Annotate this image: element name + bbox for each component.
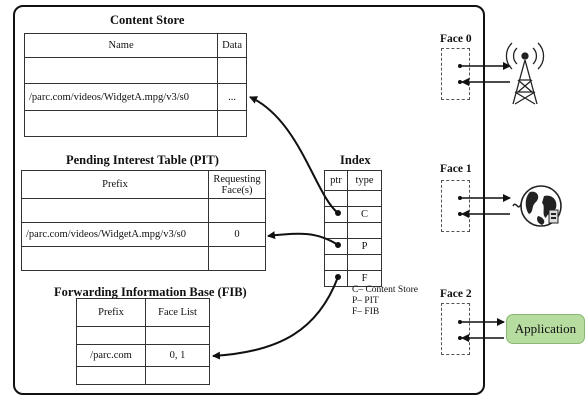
legend-item: P– PIT (352, 296, 379, 306)
pit-header-faces: Requesting Face(s) (208, 170, 266, 199)
pit-cell-faces: 0 (208, 222, 266, 247)
content-store-table: Name Data /parc.com/videos/WidgetA.mpg/v… (23, 33, 247, 137)
cs-cell (23, 110, 219, 137)
pit-cell (21, 198, 209, 223)
fib-title: Forwarding Information Base (FIB) (54, 285, 247, 299)
face-1-box (441, 180, 470, 232)
fib-cell (145, 366, 210, 385)
forwarder-node-boundary (13, 5, 485, 395)
content-store-title: Content Store (110, 13, 185, 27)
legend-item: C– Content Store (352, 285, 418, 295)
antenna-icon (505, 42, 545, 105)
pit-table: Prefix Requesting Face(s) /parc.com/vide… (21, 170, 266, 271)
face-2-box (441, 303, 470, 355)
fib-table: Prefix Face List /parc.com 0, 1 (76, 298, 210, 385)
pit-cell (21, 246, 209, 271)
face-0-label: Face 0 (440, 33, 472, 45)
pointer-to-content-store (249, 96, 339, 214)
cs-cell (217, 110, 247, 137)
face-0-box (441, 48, 470, 100)
index-type-f: F (347, 270, 382, 287)
fib-header-prefix: Prefix (76, 298, 146, 327)
index-table: ptr type C P F (324, 170, 382, 287)
pointer-to-pit (267, 231, 339, 246)
pit-cell (208, 246, 266, 271)
pit-header-prefix: Prefix (21, 170, 209, 199)
index-title: Index (340, 153, 371, 167)
legend-item: F– FIB (352, 307, 380, 317)
network-globe-icon (512, 185, 562, 227)
pit-title: Pending Interest Table (PIT) (66, 153, 219, 167)
pointer-to-fib (212, 276, 339, 360)
cs-header-name: Name (23, 33, 219, 58)
application-box: Application (506, 314, 585, 344)
face-2-label: Face 2 (440, 288, 472, 300)
index-legend: C– Content Store P– PIT F– FIB (352, 285, 418, 318)
face-1-label: Face 1 (440, 163, 472, 175)
